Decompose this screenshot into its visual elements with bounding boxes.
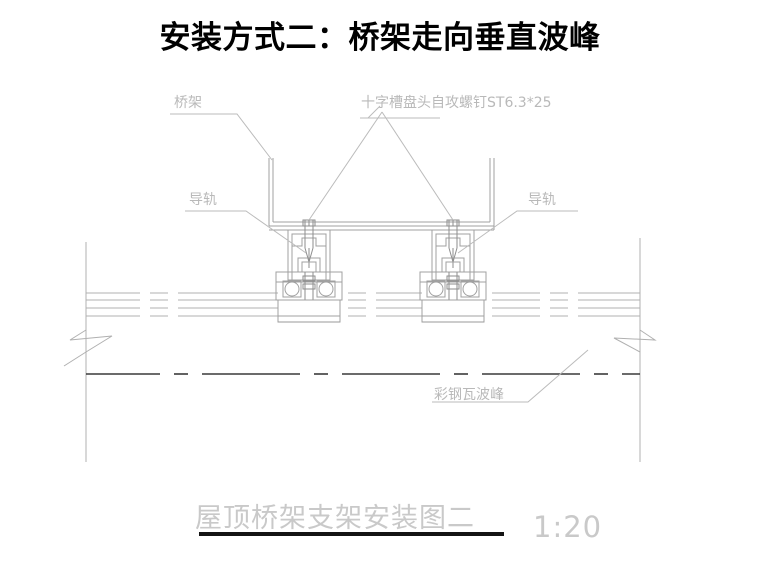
leader-rail-right	[457, 210, 578, 254]
leader-screw-right	[381, 111, 454, 221]
caption-underline	[199, 532, 504, 536]
break-line-left	[63, 329, 113, 367]
bracket-left	[275, 219, 343, 323]
bracket-right	[419, 219, 487, 323]
roof-panel	[85, 238, 641, 462]
leader-cable-tray	[170, 113, 273, 161]
hex-nut-pair-left	[282, 280, 336, 298]
hex-nut-pair-right	[426, 280, 480, 298]
page-title: 安装方式二：桥架走向垂直波峰	[159, 20, 601, 56]
leader-screw-tick	[367, 105, 381, 119]
label-rail-left: 导轨	[189, 192, 217, 208]
cable-tray	[268, 158, 495, 231]
label-cable-tray: 桥架	[174, 95, 202, 111]
label-roof-crest: 彩钢瓦波峰	[434, 387, 504, 403]
leader-roof-crest	[432, 349, 589, 403]
leader-lines	[170, 105, 589, 403]
label-self-tapping-screw: 十字槽盘头自攻螺钉ST6.3*25	[361, 95, 552, 111]
caption-block: 屋顶桥架支架安装图二 1:20	[195, 496, 615, 566]
drawing-caption: 屋顶桥架支架安装图二	[195, 503, 475, 534]
break-line-right	[613, 329, 657, 353]
leader-screw-left	[308, 111, 383, 221]
leader-rail-left	[185, 210, 307, 254]
drawing-scale: 1:20	[533, 510, 603, 544]
label-rail-right: 导轨	[528, 192, 556, 208]
